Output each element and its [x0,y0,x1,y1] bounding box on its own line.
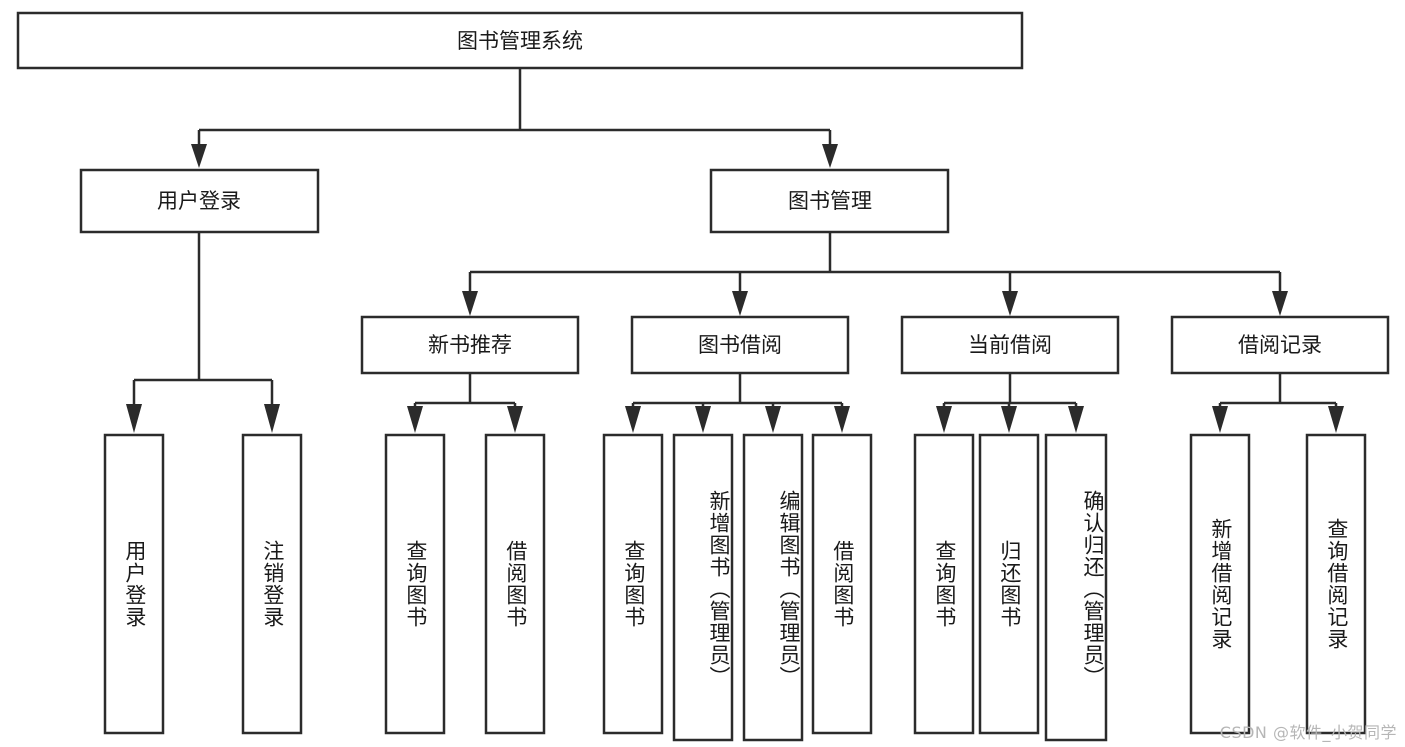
arrow-head-leaf-borrow-book-1 [507,406,523,433]
node-box-book-borrow[interactable] [630,315,850,375]
leaf-boxes [103,433,1367,742]
node-box-root[interactable] [16,11,1024,70]
node-label-root: 图书管理系统 [457,29,583,53]
node-label-user-login: 用户登录 [157,189,241,213]
node-label-book-borrow: 图书借阅 [698,333,782,357]
arrow-head-current-borrow [1002,291,1018,316]
leaf-box-query-borrow-record[interactable] [1305,433,1367,735]
connectors-borrow-record-to-leaves [1212,373,1344,433]
leaf-box-add-borrow-record[interactable] [1189,433,1251,735]
node-box-current-borrow[interactable] [900,315,1120,375]
leaf-box-query-book-1[interactable] [384,433,446,735]
node-label-book-management: 图书管理 [788,189,872,213]
arrow-head-leaf-query-book-2 [625,406,641,433]
connectors-current-borrow-to-leaves [936,373,1084,433]
arrow-head-leaf-add-record [1212,406,1228,433]
arrow-head-leaf-return-book [1001,406,1017,433]
leaf-box-borrow-book-1[interactable] [484,433,546,735]
arrow-head-leaf-add-book [695,406,711,433]
arrow-head-borrow-record [1272,291,1288,316]
node-label-new-book-recommend: 新书推荐 [428,333,512,357]
arrow-head-leaf-query-book-3 [936,406,952,433]
arrow-head-leaf-confirm-return [1068,406,1084,433]
node-book-borrow[interactable]: 图书借阅 [630,315,850,375]
leaf-box-confirm-return-admin[interactable] [1044,433,1108,742]
node-label-current-borrow: 当前借阅 [968,333,1052,357]
leaf-box-borrow-book-2[interactable] [811,433,873,735]
arrow-head-leaf-user-login [126,404,142,433]
leaf-box-add-book-admin[interactable] [672,433,734,742]
node-current-borrow[interactable]: 当前借阅 [900,315,1120,375]
arrow-head-user-login [191,144,207,168]
arrow-head-leaf-query-book-1 [407,406,423,433]
node-root[interactable]: 图书管理系统 [16,11,1024,70]
arrow-head-leaf-edit-book [765,406,781,433]
node-box-user-login[interactable] [79,168,320,234]
csdn-watermark: CSDN @软件_小贺同学 [1219,723,1397,742]
connectors-new-book-rec-to-leaves [407,373,523,433]
arrow-head-leaf-borrow-book-2 [834,406,850,433]
node-user-login[interactable]: 用户登录 [79,168,320,234]
arrow-head-leaf-logout [264,404,280,433]
node-box-book-management[interactable] [709,168,950,234]
arrow-head-new-book-rec [462,291,478,316]
node-box-new-book-recommend[interactable] [360,315,580,375]
arrow-head-book-mgmt [822,144,838,168]
node-box-borrow-record[interactable] [1170,315,1390,375]
node-label-borrow-record: 借阅记录 [1238,333,1322,357]
leaf-box-query-book-3[interactable] [913,433,975,735]
node-book-management[interactable]: 图书管理 [709,168,950,234]
arrow-head-leaf-query-record [1328,406,1344,433]
leaf-box-query-book-2[interactable] [602,433,664,735]
node-new-book-recommend[interactable]: 新书推荐 [360,315,580,375]
leaf-box-return-book[interactable] [978,433,1040,735]
node-borrow-record[interactable]: 借阅记录 [1170,315,1390,375]
connectors-user-login-to-leaves [126,232,280,433]
leaf-box-logout[interactable] [241,433,303,735]
leaf-box-user-login[interactable] [103,433,165,735]
connectors-book-borrow-to-leaves [625,373,850,433]
connectors-book-mgmt-to-level3 [462,232,1288,316]
leaf-box-edit-book-admin[interactable] [742,433,804,742]
connectors-root-to-level2 [191,68,838,168]
arrow-head-book-borrow [732,291,748,316]
